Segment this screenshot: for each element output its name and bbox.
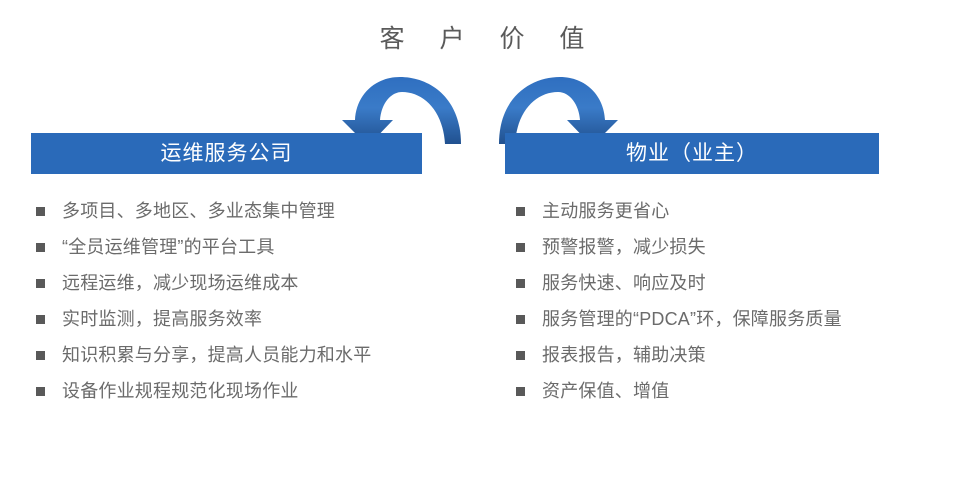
curved-arrow-to-left-box <box>342 77 461 146</box>
bullet-list-property-owner: 主动服务更省心 预警报警，减少损失 服务快速、响应及时 服务管理的“PDCA”环… <box>516 196 956 412</box>
list-item[interactable]: 预警报警，减少损失 <box>516 232 956 268</box>
list-item[interactable]: 报表报告，辅助决策 <box>516 340 956 376</box>
list-item[interactable]: 服务快速、响应及时 <box>516 268 956 304</box>
square-bullet-icon <box>36 387 45 396</box>
list-item[interactable]: 实时监测，提高服务效率 <box>36 304 476 340</box>
square-bullet-icon <box>36 315 45 324</box>
list-item[interactable]: 多项目、多地区、多业态集中管理 <box>36 196 476 232</box>
list-item[interactable]: 知识积累与分享，提高人员能力和水平 <box>36 340 476 376</box>
bullet-list-service-company: 多项目、多地区、多业态集中管理 “全员运维管理”的平台工具 远程运维，减少现场运… <box>36 196 476 412</box>
header-bar-service-company[interactable]: 运维服务公司 <box>31 133 422 174</box>
page-title: 客 户 价 值 <box>379 25 599 53</box>
list-item[interactable]: 主动服务更省心 <box>516 196 956 232</box>
list-item[interactable]: 远程运维，减少现场运维成本 <box>36 268 476 304</box>
arrow-group <box>330 72 630 150</box>
list-item[interactable]: 服务管理的“PDCA”环，保障服务质量 <box>516 304 956 340</box>
square-bullet-icon <box>36 279 45 288</box>
square-bullet-icon <box>36 243 45 252</box>
square-bullet-icon <box>36 207 45 216</box>
square-bullet-icon <box>516 387 525 396</box>
square-bullet-icon <box>516 243 525 252</box>
square-bullet-icon <box>516 315 525 324</box>
square-bullet-icon <box>516 207 525 216</box>
curved-arrow-to-right-box <box>499 77 618 146</box>
list-item[interactable]: “全员运维管理”的平台工具 <box>36 232 476 268</box>
square-bullet-icon <box>36 351 45 360</box>
list-item[interactable]: 设备作业规程规范化现场作业 <box>36 376 476 412</box>
header-bar-property-owner[interactable]: 物业（业主） <box>505 133 879 174</box>
square-bullet-icon <box>516 351 525 360</box>
list-item[interactable]: 资产保值、增值 <box>516 376 956 412</box>
square-bullet-icon <box>516 279 525 288</box>
